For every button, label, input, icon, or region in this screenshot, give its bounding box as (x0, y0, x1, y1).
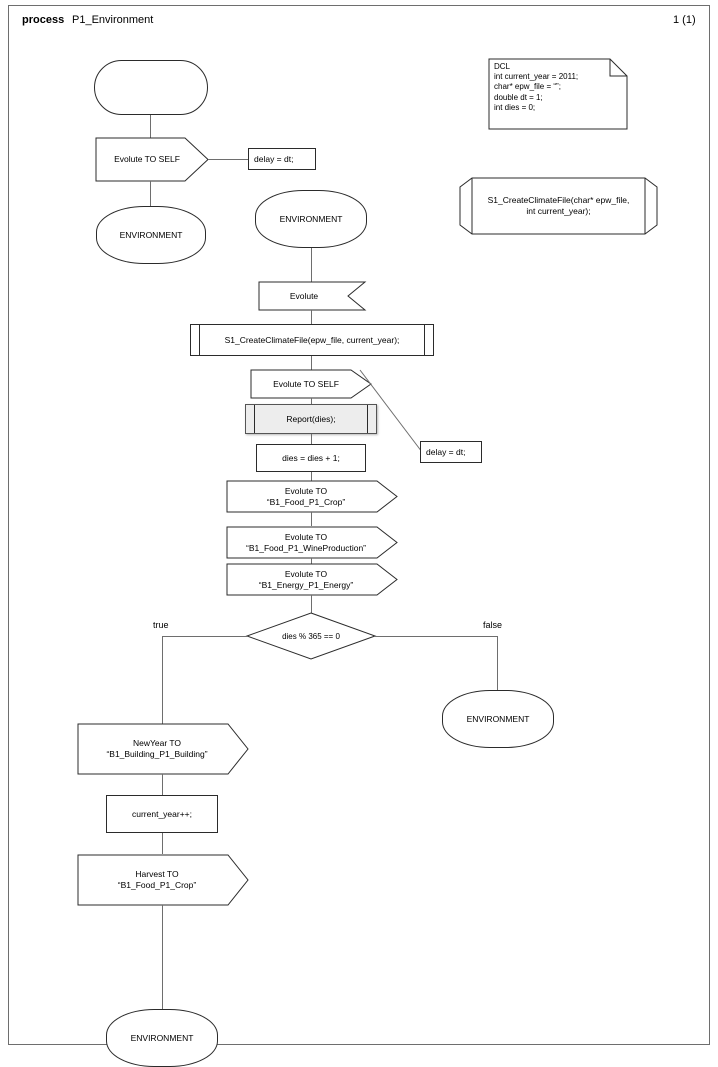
connector-decision-true-h (162, 636, 247, 637)
procedure-declaration[interactable] (459, 177, 658, 235)
page-number: 1 (1) (673, 14, 696, 26)
input-evolute[interactable] (258, 281, 367, 311)
state-environment-false[interactable]: ENVIRONMENT (442, 690, 554, 748)
output-harvest-crop-label: Harvest TO “B1_Food_P1_Crop” (117, 869, 197, 890)
connector-output1-to-delay1 (208, 159, 248, 160)
page-title: P1_Environment (72, 14, 154, 26)
state-environment-1[interactable]: ENVIRONMENT (96, 206, 206, 264)
branch-label-false: false (483, 620, 503, 630)
output-newyear-building-label: NewYear TO “B1_Building_P1_Building” (106, 738, 208, 759)
output-evolute-energy[interactable] (226, 563, 398, 596)
procedure-declaration-label: S1_CreateClimateFile(char* epw_file, int… (464, 184, 653, 228)
connector-call1-to-output2 (311, 356, 312, 370)
start-symbol-label (95, 61, 207, 114)
branch-label-true: true (153, 620, 169, 630)
connector-report-to-task1 (311, 434, 312, 444)
output-evolute-wine[interactable] (226, 526, 398, 559)
dcl-note-text: DCL int current_year = 2011; char* epw_f… (494, 62, 579, 112)
output-evolute-energy-label: Evolute TO “B1_Energy_P1_Energy” (258, 568, 354, 590)
call-report[interactable]: Report(dies); (245, 404, 377, 434)
task-dies-increment[interactable]: dies = dies + 1; (256, 444, 366, 472)
input-evolute-label: Evolute (289, 290, 319, 301)
connector-energy-to-decision (311, 595, 312, 613)
connector-crop-to-wine (311, 512, 312, 526)
connector-output2-to-report (311, 398, 312, 405)
connector-task2-to-harvest (162, 833, 163, 854)
connector-output2-to-delay2 (359, 369, 425, 455)
output-evolute-to-self-2[interactable] (250, 369, 372, 399)
call-create-climate-file[interactable]: S1_CreateClimateFile(epw_file, current_y… (190, 324, 434, 356)
connector-decision-false-h (375, 636, 498, 637)
output-evolute-to-self-1-label: Evolute TO SELF (114, 154, 180, 164)
dcl-note[interactable] (488, 58, 628, 130)
output-evolute-to-self-1[interactable] (95, 137, 209, 182)
connector-decision-true-v (162, 636, 163, 724)
connector-start-to-output1 (150, 115, 151, 138)
output-harvest-crop[interactable] (77, 854, 249, 906)
start-symbol[interactable] (94, 60, 208, 115)
decision-dies-mod-365[interactable] (245, 612, 377, 660)
output-evolute-crop[interactable] (226, 480, 398, 513)
state-environment-2[interactable]: ENVIRONMENT (255, 190, 367, 248)
output-evolute-to-self-2-label: Evolute TO SELF (273, 378, 339, 389)
connector-wine-to-energy (311, 558, 312, 564)
delay-extension-2[interactable]: delay = dt; (420, 441, 482, 463)
output-evolute-wine-label: Evolute TO “B1_Food_P1_WineProduction” (245, 531, 366, 553)
page-frame (8, 5, 710, 1045)
connector-decision-false-v (497, 636, 498, 690)
decision-label: dies % 365 == 0 (282, 631, 340, 641)
connector-harvest-to-state-end (162, 905, 163, 1009)
connector-state2-to-input (311, 248, 312, 282)
procedure-declaration-text: S1_CreateClimateFile(char* epw_file, int… (487, 195, 630, 216)
delay-extension-1[interactable]: delay = dt; (248, 148, 316, 170)
output-newyear-building[interactable] (77, 723, 249, 775)
connector-newyear-to-task2 (162, 774, 163, 795)
state-environment-end[interactable]: ENVIRONMENT (106, 1009, 218, 1067)
connector-input-to-call1 (311, 310, 312, 324)
task-year-increment[interactable]: current_year++; (106, 795, 218, 833)
header-keyword: process (22, 14, 65, 26)
connector-output1-to-state1 (150, 181, 151, 206)
output-evolute-crop-label: Evolute TO “B1_Food_P1_Crop” (266, 485, 346, 507)
connector-task1-to-output-crop (311, 472, 312, 481)
